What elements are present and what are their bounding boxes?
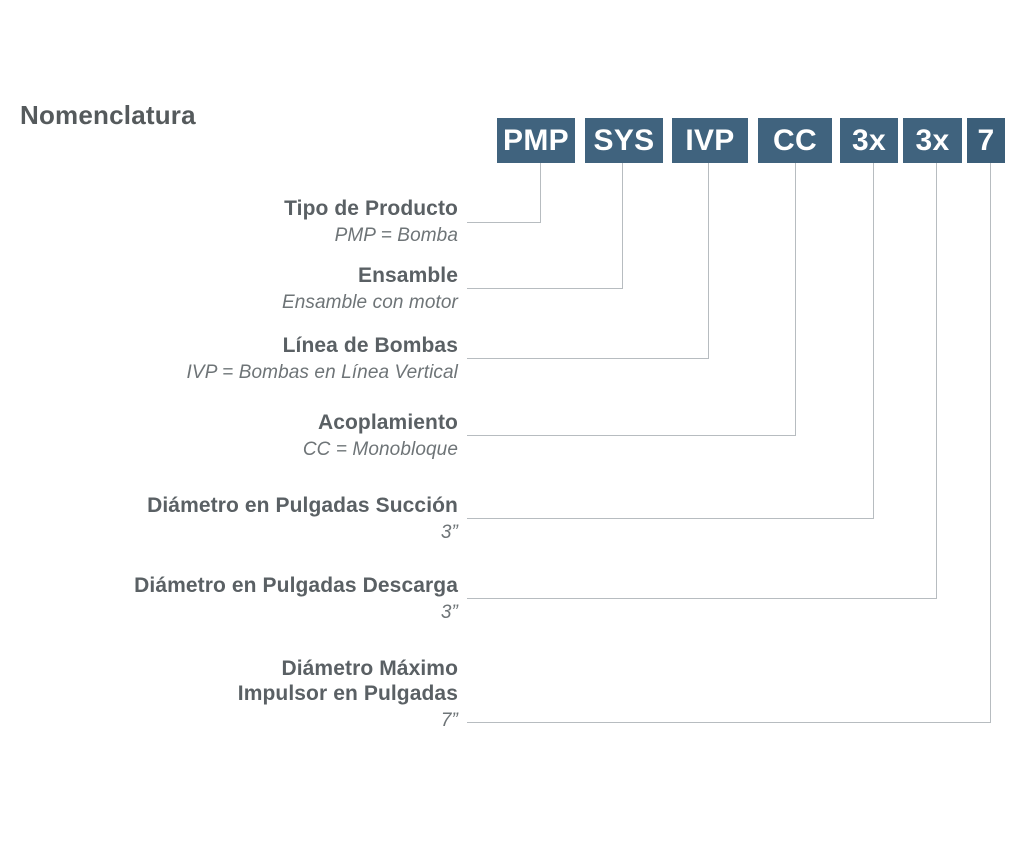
connector-vertical-3 bbox=[708, 163, 709, 359]
connector-horizontal-1 bbox=[467, 222, 541, 223]
label-title-discharge-diameter: Diámetro en Pulgadas Descarga bbox=[134, 574, 458, 597]
label-row-pump-line: Línea de Bombas IVP = Bombas en Línea Ve… bbox=[40, 334, 458, 385]
code-box-pump-line[interactable]: IVP bbox=[672, 118, 748, 163]
code-box-assembly[interactable]: SYS bbox=[585, 118, 663, 163]
connector-horizontal-2 bbox=[467, 288, 623, 289]
connector-vertical-7 bbox=[990, 163, 991, 723]
label-row-product-type: Tipo de Producto PMP = Bomba bbox=[40, 197, 458, 248]
label-title-pump-line: Línea de Bombas bbox=[282, 334, 458, 357]
connector-horizontal-5 bbox=[467, 518, 874, 519]
connector-vertical-6 bbox=[936, 163, 937, 599]
connector-horizontal-3 bbox=[467, 358, 709, 359]
label-sub-max-impeller-diameter: 7” bbox=[440, 709, 458, 731]
label-title-max-impeller-diameter-line2: Impulsor en Pulgadas bbox=[237, 681, 458, 705]
label-sub-assembly: Ensamble con motor bbox=[281, 291, 458, 313]
code-box-max-impeller-diameter[interactable]: 7 bbox=[967, 118, 1005, 163]
label-title-max-impeller-diameter-line1: Diámetro Máximo bbox=[281, 657, 458, 680]
connector-horizontal-6 bbox=[467, 598, 937, 599]
label-row-max-impeller-diameter: Diámetro Máximo Impulsor en Pulgadas 7” bbox=[20, 657, 458, 733]
label-row-assembly: Ensamble Ensamble con motor bbox=[40, 264, 458, 315]
connector-vertical-4 bbox=[795, 163, 796, 436]
label-row-suction-diameter: Diámetro en Pulgadas Succión 3” bbox=[20, 494, 458, 545]
connector-vertical-5 bbox=[873, 163, 874, 519]
code-box-product-type[interactable]: PMP bbox=[497, 118, 575, 163]
label-sub-product-type: PMP = Bomba bbox=[334, 224, 458, 246]
label-title-coupling: Acoplamiento bbox=[317, 411, 458, 434]
label-sub-discharge-diameter: 3” bbox=[440, 601, 458, 623]
connector-horizontal-4 bbox=[467, 435, 796, 436]
connector-vertical-2 bbox=[622, 163, 623, 289]
code-box-coupling[interactable]: CC bbox=[758, 118, 832, 163]
label-sub-coupling: CC = Monobloque bbox=[302, 438, 458, 460]
label-sub-suction-diameter: 3” bbox=[440, 521, 458, 543]
code-box-suction-diameter[interactable]: 3x bbox=[840, 118, 898, 163]
label-sub-pump-line: IVP = Bombas en Línea Vertical bbox=[186, 361, 458, 383]
label-title-suction-diameter: Diámetro en Pulgadas Succión bbox=[147, 494, 458, 517]
label-row-coupling: Acoplamiento CC = Monobloque bbox=[40, 411, 458, 462]
connector-horizontal-7 bbox=[467, 722, 991, 723]
label-row-discharge-diameter: Diámetro en Pulgadas Descarga 3” bbox=[20, 574, 458, 625]
connector-vertical-1 bbox=[540, 163, 541, 223]
label-title-product-type: Tipo de Producto bbox=[284, 197, 458, 220]
code-box-discharge-diameter[interactable]: 3x bbox=[903, 118, 962, 163]
label-title-assembly: Ensamble bbox=[357, 264, 458, 287]
page-title: Nomenclatura bbox=[20, 100, 196, 130]
